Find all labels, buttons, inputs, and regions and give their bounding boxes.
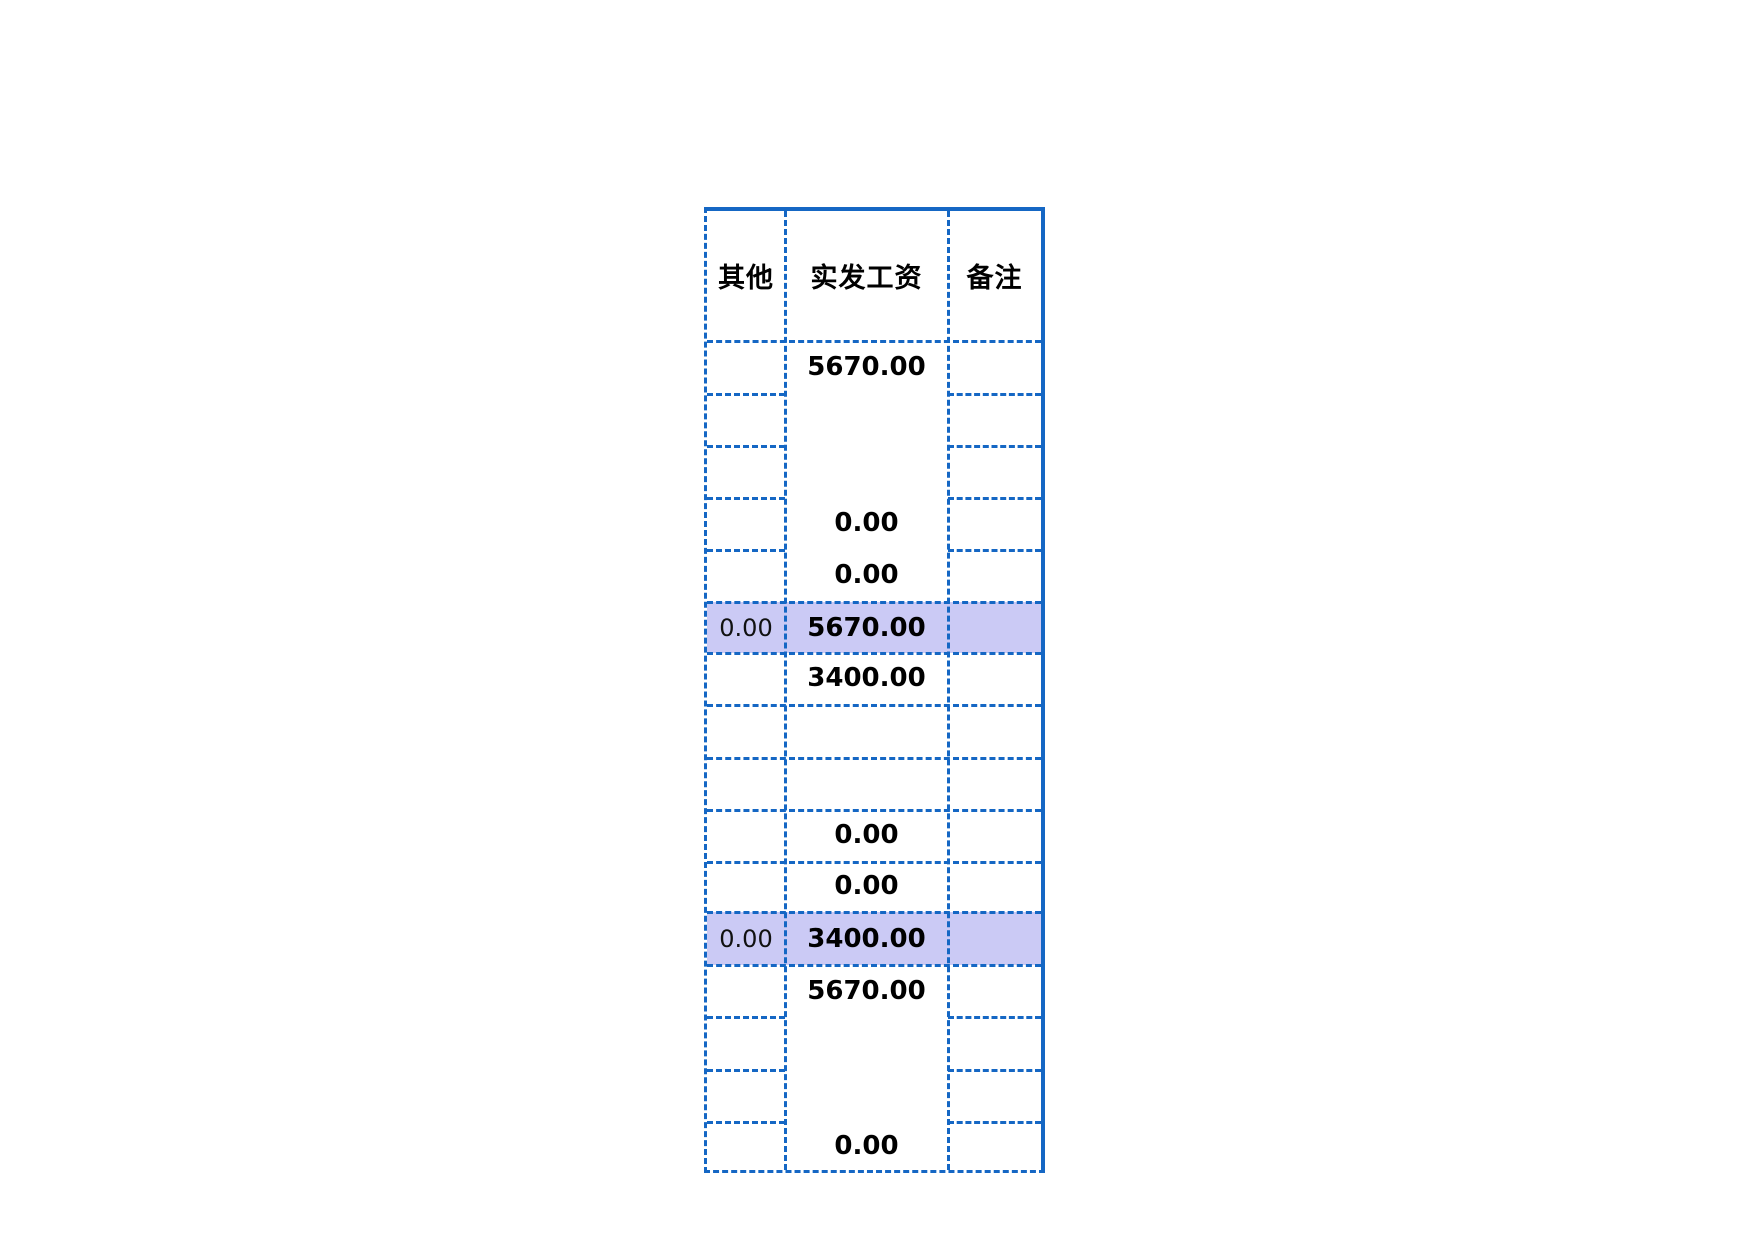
cell-net-pay-c4[interactable]: 0.00 [834,1130,899,1161]
grid-line [707,1121,785,1124]
grid-line [948,445,1041,448]
column-divider [784,211,787,1170]
grid-line [707,861,1041,864]
grid-line [707,497,785,500]
column-divider [947,211,950,1170]
grid-line [707,652,1041,655]
cell-net-pay-c1[interactable]: 5670.00 [807,975,926,1006]
header-cell-remarks[interactable]: 备注 [966,263,1023,294]
grid-line [707,393,785,396]
grid-line [707,1016,785,1019]
highlighted-row-1 [707,602,1041,653]
cell-net-pay-hl1[interactable]: 5670.00 [807,612,926,643]
grid-line [948,549,1041,552]
cell-net-pay-a1[interactable]: 5670.00 [807,351,926,382]
cell-other-hl1[interactable]: 0.00 [719,613,773,642]
grid-line [707,911,1041,914]
salary-table: 其他 实发工资 备注 5670.00 0.00 0.00 0.00 5670.0… [704,207,1045,1173]
grid-line [707,757,1041,760]
grid-line [948,1121,1041,1124]
highlighted-row-2 [707,912,1041,965]
grid-line [707,445,785,448]
grid-line [948,393,1041,396]
cell-net-pay-b5[interactable]: 0.00 [834,871,899,901]
grid-line [948,1069,1041,1072]
grid-line [707,340,1041,343]
cell-net-pay-a4[interactable]: 0.00 [834,508,899,538]
cell-net-pay-b1[interactable]: 3400.00 [807,663,926,693]
cell-net-pay-hl2[interactable]: 3400.00 [807,923,926,954]
header-cell-other[interactable]: 其他 [718,263,774,294]
cell-net-pay-b4[interactable]: 0.00 [834,820,899,850]
grid-line [707,601,1041,604]
cell-net-pay-a5[interactable]: 0.00 [834,560,899,590]
grid-line [707,1069,785,1072]
cell-other-hl2[interactable]: 0.00 [719,924,773,953]
grid-line [707,704,1041,707]
header-cell-net-pay[interactable]: 实发工资 [810,263,923,294]
grid-line [948,1016,1041,1019]
grid-line [707,809,1041,812]
grid-line [707,964,1041,967]
grid-line [948,497,1041,500]
grid-line [707,549,785,552]
